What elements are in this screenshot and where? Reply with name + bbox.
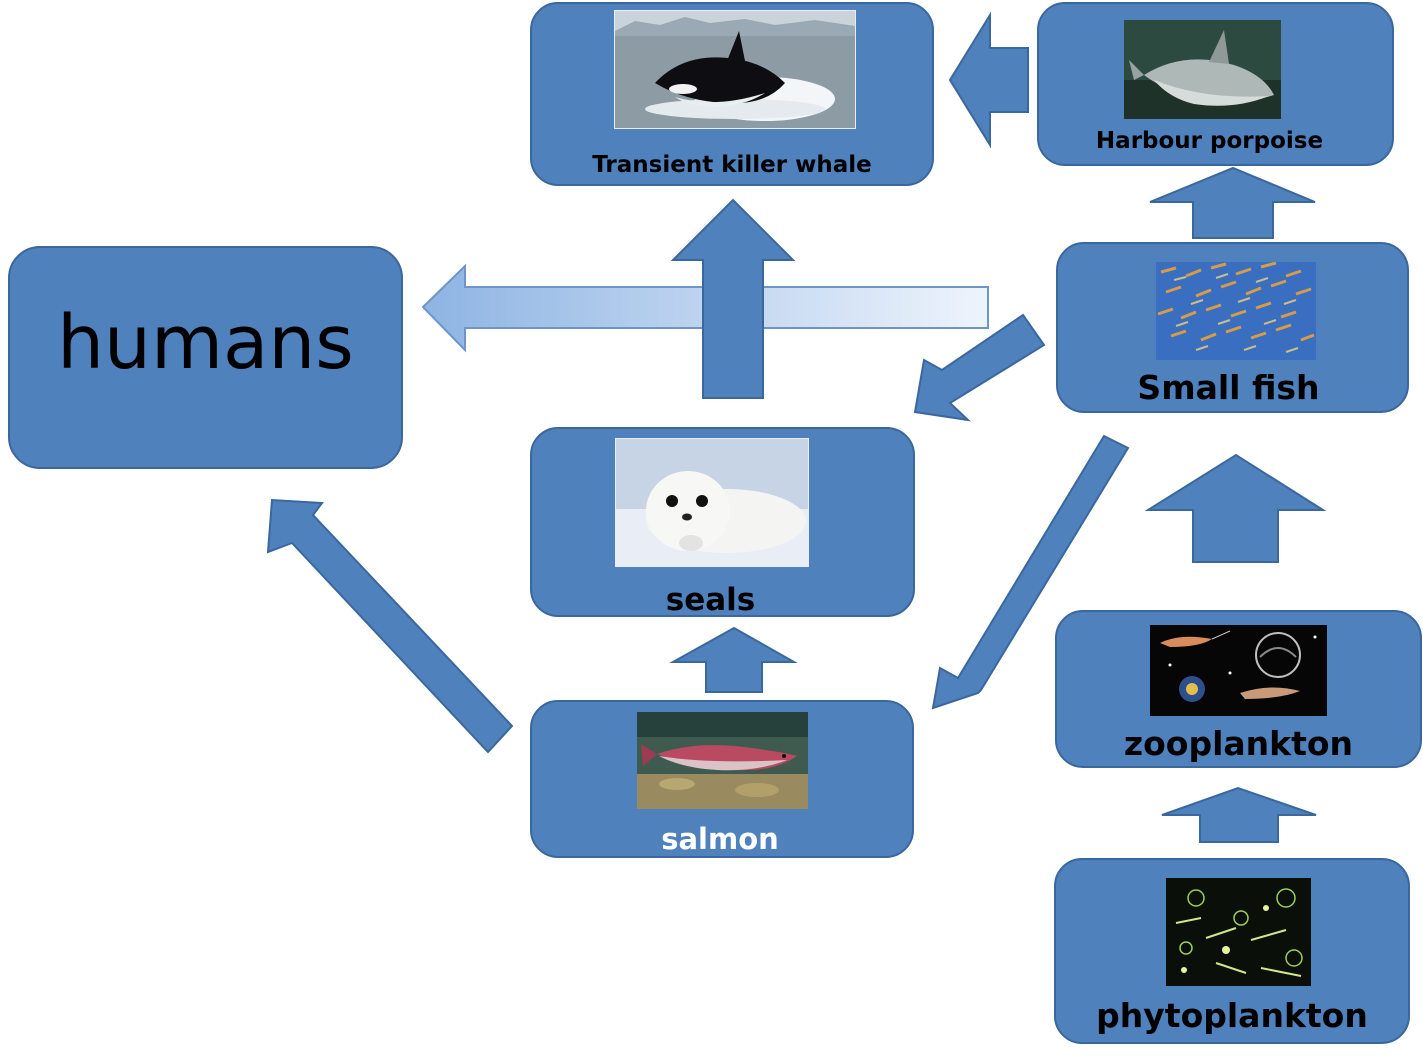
arrow-phytoplankton-to-zooplankton (1161, 786, 1317, 843)
fish-school-photo (1156, 262, 1316, 360)
node-small-fish: Small fish (1056, 242, 1409, 413)
node-humans: humans (8, 246, 403, 469)
killer-whale-label: Transient killer whale (592, 152, 872, 178)
harbour-porpoise-photo (1124, 20, 1281, 119)
arrow-seals-to-killer-whale (670, 198, 796, 399)
node-killer-whale: Transient killer whale (530, 2, 934, 186)
seal-pup-photo (615, 438, 809, 567)
phytoplankton-label: phytoplankton (1096, 996, 1368, 1035)
arrow-small-fish-to-salmon (931, 434, 1130, 710)
phytoplankton-photo (1166, 878, 1311, 986)
arrow-zooplankton-to-small-fish (1144, 453, 1327, 563)
zooplankton-label: zooplankton (1123, 724, 1354, 763)
node-harbour-porpoise: Harbour porpoise (1037, 2, 1394, 166)
salmon-photo (637, 712, 808, 809)
arrow-small-fish-to-seals (913, 313, 1046, 422)
arrow-porpoise-to-killer-whale (948, 11, 1029, 149)
arrow-small-fish-to-porpoise (1149, 166, 1316, 239)
arrow-salmon-to-seals (669, 626, 798, 693)
zooplankton-photo (1150, 625, 1327, 716)
node-salmon: salmon (530, 700, 914, 858)
killer-whale-photo (614, 10, 856, 129)
node-phytoplankton: phytoplankton (1054, 858, 1410, 1044)
small-fish-label: Small fish (1137, 368, 1320, 407)
node-zooplankton: zooplankton (1055, 610, 1422, 768)
porpoise-label: Harbour porpoise (1095, 128, 1324, 154)
seals-label: seals (665, 582, 756, 618)
node-seals: seals (530, 427, 915, 618)
salmon-label: salmon (661, 822, 779, 856)
humans-label: humans (57, 300, 354, 386)
arrow-salmon-to-humans (266, 498, 514, 754)
